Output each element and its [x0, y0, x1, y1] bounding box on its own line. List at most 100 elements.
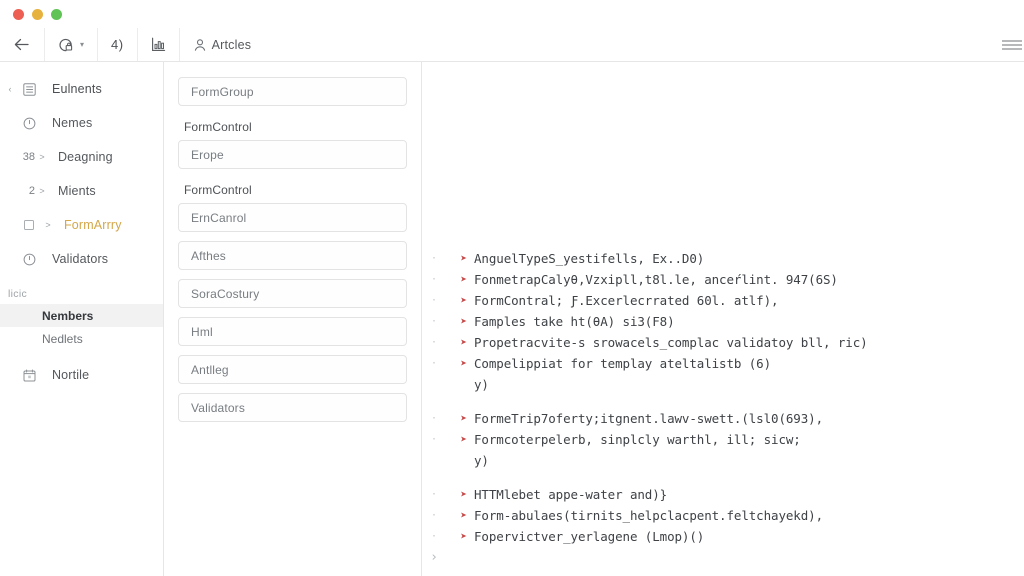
gutter-dot: ·: [430, 315, 438, 327]
chevron-down-icon: ▾: [80, 40, 85, 49]
hamburger-bar: [1002, 40, 1022, 41]
chevron-right-icon[interactable]: >: [39, 152, 45, 162]
code-panel[interactable]: · ➤ AnguelTypeS_yestifells, Ex..D0) · ➤ …: [422, 62, 1024, 576]
checkbox-icon[interactable]: [16, 220, 42, 230]
person-icon: [194, 38, 205, 51]
code-line[interactable]: · ➤ FormeTrip7oferty;itgnent.lawv-swett.…: [422, 408, 1024, 429]
code-text: Propetracvite-s srowacels_complac valida…: [474, 335, 868, 350]
form-input-afthes[interactable]: Afthes: [178, 241, 407, 270]
clock-icon: [16, 253, 42, 266]
gutter-dot: ·: [430, 252, 438, 264]
expand-arrow-icon[interactable]: ➤: [460, 273, 467, 286]
code-text: Formcoterpelerb, sinplcly warthl, ill; s…: [474, 432, 801, 447]
sidebar-item-nortile[interactable]: Nortile: [0, 358, 163, 392]
field-label: FormControl: [184, 120, 252, 134]
form-input-hml[interactable]: Hml: [178, 317, 407, 346]
formcontrol-input-1[interactable]: Erope: [178, 140, 407, 169]
form-input-antlleg[interactable]: Antlleg: [178, 355, 407, 384]
sidebar-item-validators[interactable]: Validators: [0, 242, 163, 276]
sidebar-item-label: Nortile: [52, 368, 90, 382]
form-input-soracostury[interactable]: SoraCostury: [178, 279, 407, 308]
code-line[interactable]: · ➤ Formcoterpelerb, sinplcly warthl, il…: [422, 429, 1024, 450]
toolbar: ▾ 4) Artcles: [0, 28, 1024, 62]
sidebar-item-label: Validators: [52, 252, 109, 266]
code-spacer: [422, 395, 1024, 408]
expand-arrow-icon[interactable]: ➤: [460, 294, 467, 307]
code-line[interactable]: · ➤ HTTMlebet appe-water and)}: [422, 484, 1024, 505]
expand-arrow-icon[interactable]: ➤: [460, 252, 467, 265]
code-line[interactable]: · ➤ Form-abulaes(tirnits_helpclacpent.fe…: [422, 505, 1024, 526]
sidebar-subitem-nedlets[interactable]: Nedlets: [0, 327, 163, 350]
code-text: HTTMlebet appe-water and)}: [474, 487, 668, 502]
lock-icon: [59, 38, 73, 51]
code-text: Compelippiat for templay ateltalistb (6): [474, 356, 772, 371]
field-label: FormControl: [184, 183, 252, 197]
gutter-dot: ·: [430, 433, 438, 445]
bar-chart-icon: [151, 37, 165, 51]
expand-arrow-icon[interactable]: ➤: [460, 509, 467, 522]
code-line[interactable]: y): [422, 450, 1024, 471]
code-text: AnguelTypeS_yestifells, Ex..D0): [474, 251, 705, 266]
formgroup-input[interactable]: FormGroup: [178, 77, 407, 106]
code-text: Famples take ht(θA) si3(F8): [474, 314, 675, 329]
code-prompt[interactable]: ›: [422, 547, 1024, 568]
clock-icon: [16, 117, 42, 130]
expand-arrow-icon[interactable]: ➤: [460, 412, 467, 425]
articles-section[interactable]: Artcles: [180, 28, 265, 61]
code-line[interactable]: · ➤ Famples take ht(θA) si3(F8): [422, 311, 1024, 332]
back-button[interactable]: [0, 28, 45, 61]
lock-dropdown-button[interactable]: ▾: [45, 28, 99, 61]
sidebar: ‹ Eulnents Nemes: [0, 62, 164, 576]
sidebar-item-label: Nemes: [52, 116, 93, 130]
code-text: y): [474, 453, 489, 468]
list-icon: [16, 82, 42, 96]
form-panel: FormGroup FormControl Erope FormControl …: [164, 62, 422, 576]
chevron-right-icon[interactable]: >: [45, 220, 51, 230]
sidebar-item-label: FormArrry: [64, 218, 122, 232]
sidebar-item-mients[interactable]: 2 > Mients: [0, 174, 163, 208]
code-line[interactable]: · ➤ FonmetrapCalyθ,Vzxipll,t8l.le, anceŕ…: [422, 269, 1024, 290]
expand-arrow-icon[interactable]: ➤: [460, 315, 467, 328]
sidebar-header[interactable]: ‹ Eulnents: [0, 72, 163, 106]
code-line[interactable]: · ➤ Fopervictver_yerlagene (Lmop)(): [422, 526, 1024, 547]
count-indicator[interactable]: 4): [98, 28, 138, 61]
count-label: 4): [111, 37, 124, 52]
sidebar-item-label: Mients: [58, 184, 96, 198]
sidebar-header-label: Eulnents: [52, 82, 102, 96]
expand-arrow-icon[interactable]: ➤: [460, 488, 467, 501]
hamburger-bar: [1002, 44, 1022, 45]
formcontrol-input-2[interactable]: ErnCanrol: [178, 203, 407, 232]
chevron-right-icon: ›: [430, 550, 438, 565]
expand-arrow-icon[interactable]: ➤: [460, 336, 467, 349]
sidebar-item-deagning[interactable]: 38 > Deagning: [0, 140, 163, 174]
sidebar-item-formarrry[interactable]: > FormArrry: [0, 208, 163, 242]
sidebar-item-nemes[interactable]: Nemes: [0, 106, 163, 140]
code-line[interactable]: · ➤ AnguelTypeS_yestifells, Ex..D0): [422, 248, 1024, 269]
expand-arrow-icon[interactable]: ➤: [460, 357, 467, 370]
form-input-validators[interactable]: Validators: [178, 393, 407, 422]
close-button[interactable]: [13, 8, 24, 20]
chart-button[interactable]: [138, 28, 180, 61]
titlebar: [0, 0, 1024, 28]
code-line[interactable]: · ➤ Propetracvite-s srowacels_complac va…: [422, 332, 1024, 353]
code-line[interactable]: · ➤ FormContral; Ƒ.Excerlecrrated 60l. a…: [422, 290, 1024, 311]
sidebar-item-label: Deagning: [58, 150, 113, 164]
code-text: Form-abulaes(tirnits_helpclacpent.feltch…: [474, 508, 824, 523]
sidebar-subitem-label: Nedlets: [42, 331, 83, 346]
sidebar-item-count: 2: [28, 185, 35, 197]
hamburger-bar: [1002, 48, 1022, 49]
hamburger-menu-icon[interactable]: [1002, 40, 1024, 49]
sidebar-subitem-nembers[interactable]: Nembers: [0, 304, 163, 327]
gutter-dot: ·: [430, 412, 438, 424]
code-line[interactable]: y): [422, 374, 1024, 395]
sidebar-subitem-label: Nembers: [42, 308, 94, 323]
chevron-left-icon[interactable]: ‹: [8, 84, 12, 94]
chevron-right-icon[interactable]: >: [39, 186, 45, 196]
sidebar-item-count: 38: [22, 151, 35, 163]
code-line[interactable]: · ➤ Compelippiat for templay ateltalistb…: [422, 353, 1024, 374]
expand-arrow-icon[interactable]: ➤: [460, 433, 467, 446]
minimize-button[interactable]: [32, 8, 43, 20]
gutter-dot: ·: [430, 273, 438, 285]
expand-arrow-icon[interactable]: ➤: [460, 530, 467, 543]
maximize-button[interactable]: [51, 8, 62, 20]
